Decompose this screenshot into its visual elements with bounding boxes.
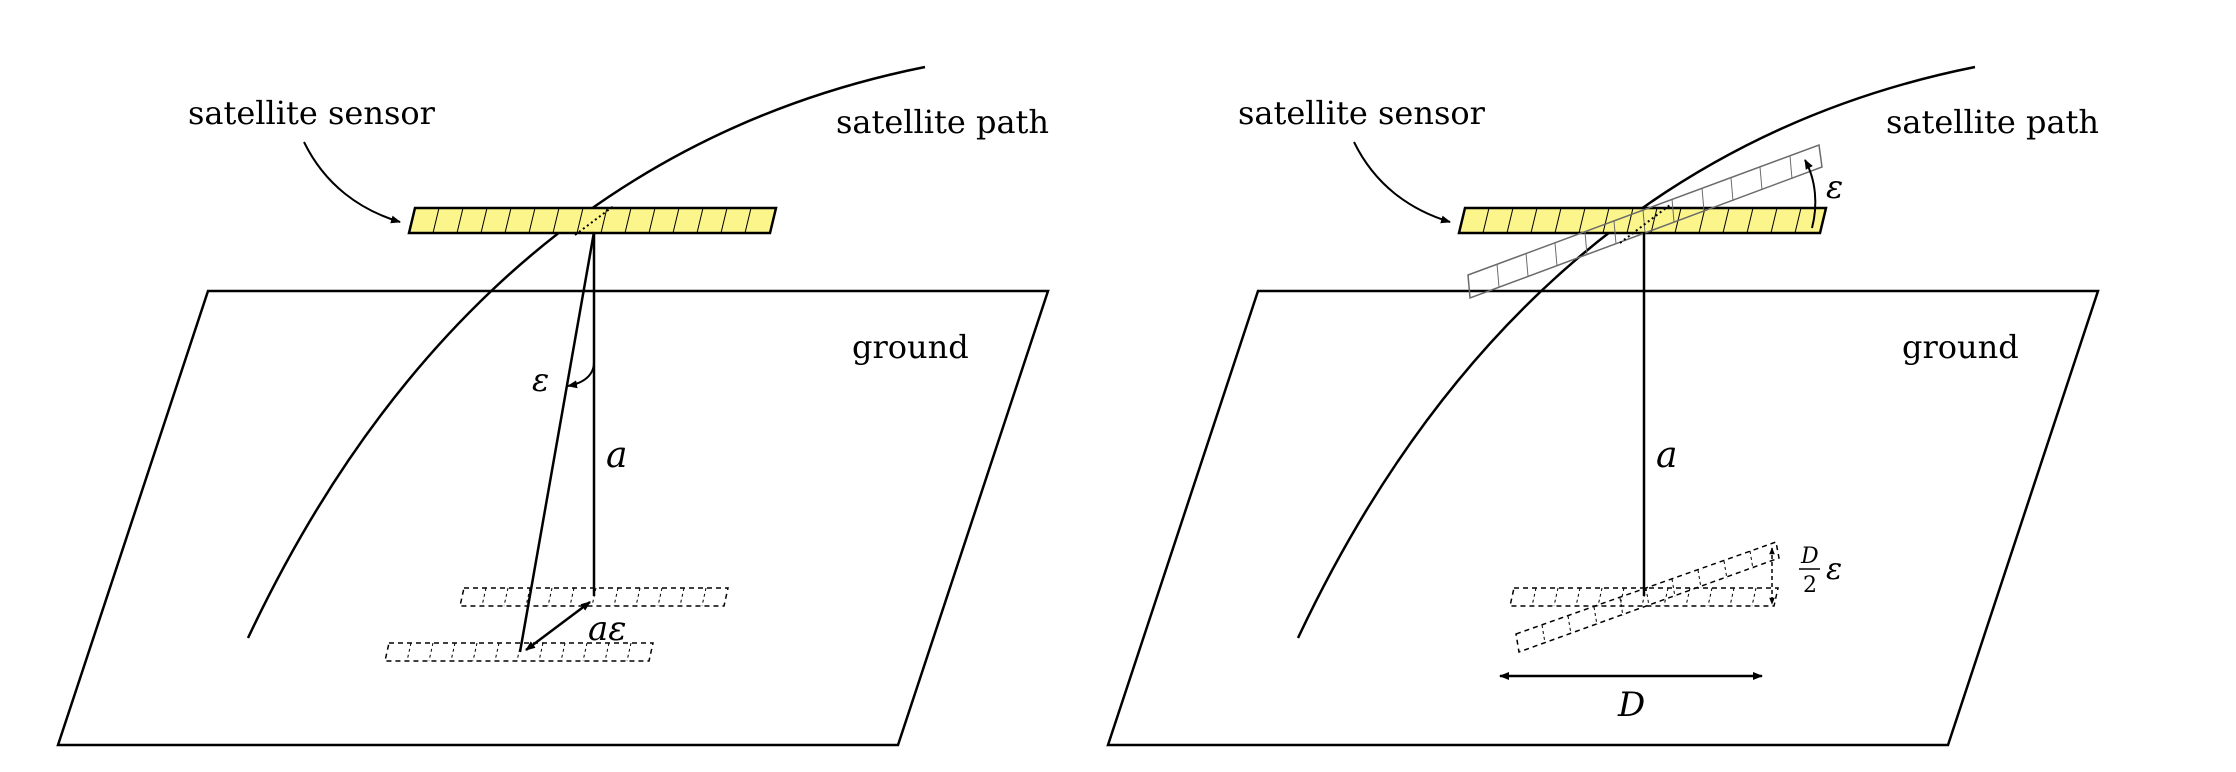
height-label: a [606, 435, 627, 476]
sensor-callout-arrow [1353, 141, 1451, 224]
footprint-rotated [1515, 541, 1780, 654]
fraction-numerator: D [1800, 544, 1819, 569]
path-label: satellite path [1886, 103, 2099, 141]
shift-arrow [525, 601, 591, 651]
fraction-denominator: 2 [1803, 573, 1817, 598]
satellite-sensor-strip [407, 204, 778, 236]
path-label: satellite path [836, 103, 1049, 141]
tilted-view-line [518, 231, 596, 653]
ground-label: ground [852, 328, 969, 366]
rotation-arc [1804, 159, 1817, 229]
ground-plane [56, 289, 1050, 747]
rotated-sensor-strip [1467, 143, 1823, 300]
fraction-variable: ε [1826, 552, 1842, 587]
footprint-nominal [459, 587, 729, 607]
footprint-nominal [1509, 587, 1779, 607]
sensor-label: satellite sensor [1238, 94, 1486, 132]
height-label: a [1656, 435, 1677, 476]
satellite-path-curve [1296, 65, 1976, 639]
satellite-sensor-strip [1457, 206, 1828, 235]
ground-plane [1106, 289, 2100, 747]
rotation-angle-label: ε [1826, 168, 1843, 206]
width-label: D [1617, 685, 1645, 725]
half-width-shift-label: D 2 ε [1799, 544, 1842, 598]
right-panel: satellite sensor satellite path ground ε… [1106, 65, 2100, 747]
ground-label: ground [1902, 328, 2019, 366]
left-panel: satellite sensor satellite path ground ε… [56, 65, 1050, 747]
angle-arc [567, 361, 595, 389]
angle-label: ε [532, 361, 549, 399]
sensor-callout-arrow [303, 141, 401, 224]
shift-label: aε [588, 609, 627, 649]
satellite-path-curve [246, 65, 926, 639]
sensor-label: satellite sensor [188, 94, 436, 132]
